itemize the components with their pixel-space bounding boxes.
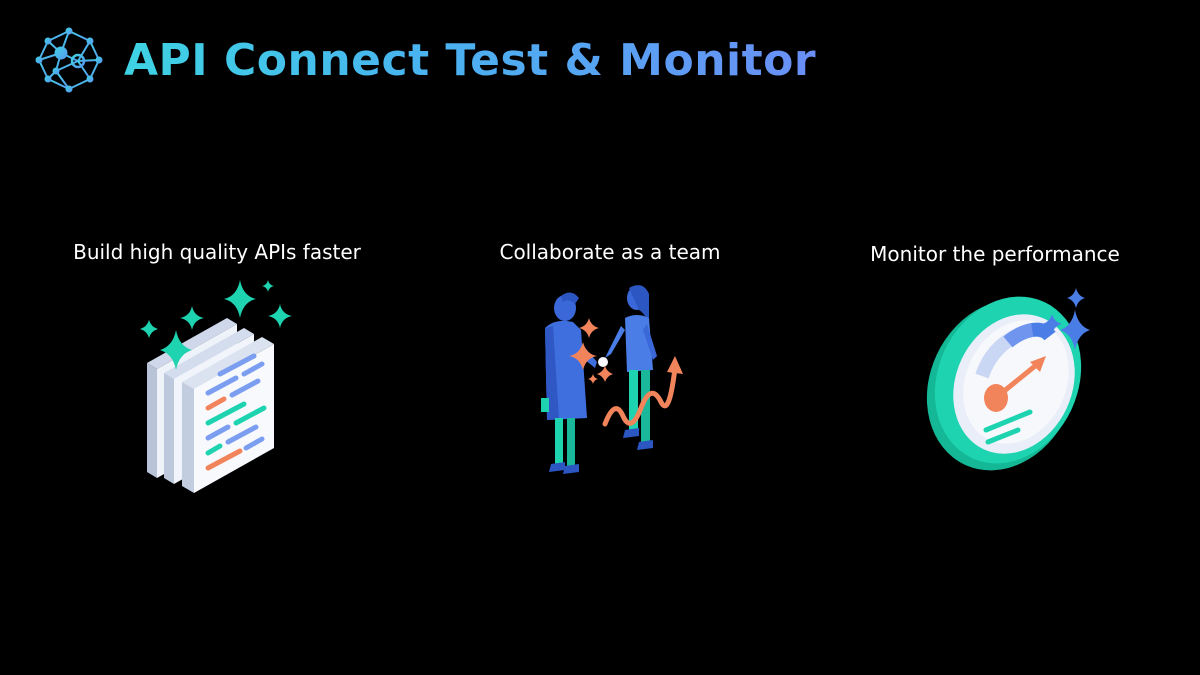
feature-label: Collaborate as a team [499, 240, 721, 264]
network-globe-icon [35, 27, 103, 93]
feature-collaborate: Collaborate as a team [460, 240, 760, 483]
document-sparkle-icon [140, 280, 292, 493]
feature-monitor: Monitor the performance [845, 242, 1145, 475]
feature-label: Build high quality APIs faster [73, 240, 361, 264]
feature-label: Monitor the performance [870, 242, 1120, 266]
team-handshake-icon [541, 285, 683, 474]
header: API Connect Test & Monitor [34, 22, 816, 98]
speedometer-gauge-icon [926, 288, 1090, 471]
feature-build-quality: Build high quality APIs faster [57, 240, 377, 493]
app-title: API Connect Test & Monitor [124, 34, 817, 86]
